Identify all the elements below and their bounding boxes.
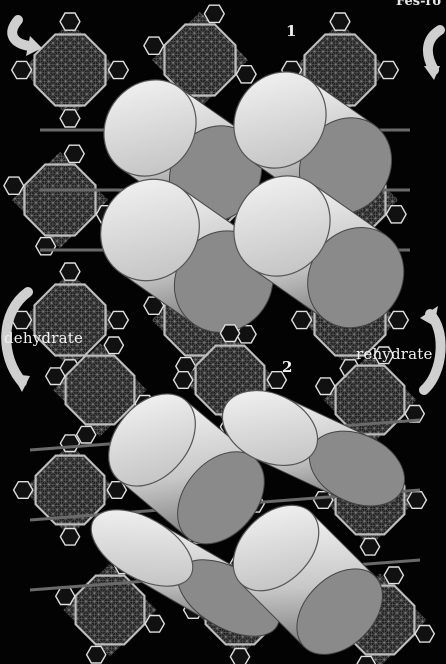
dehydrate-label: dehydrate [4, 329, 83, 347]
panel-2-framework [14, 325, 435, 664]
cage-hexagon [415, 626, 434, 643]
cage-hexagon [64, 145, 84, 162]
cage-hexagon [4, 177, 24, 194]
cage-hexagon [60, 435, 79, 452]
cage-hexagon [60, 263, 80, 280]
cage-hexagon [360, 539, 379, 556]
cage-hexagon [144, 37, 164, 54]
cage-hexagon [236, 66, 256, 83]
cage-hexagon [56, 588, 75, 605]
cage-hexagon [60, 110, 80, 127]
cage-hexagon [87, 646, 106, 663]
cage-hexagon [314, 492, 333, 509]
cage-hexagon [36, 238, 56, 255]
cage-hexagon [292, 311, 312, 328]
cage-hexagon [220, 325, 239, 342]
cage-hexagon [12, 61, 32, 78]
cage-hexagon [60, 529, 79, 546]
cage-hexagon [60, 13, 80, 30]
cage-hexagon [378, 61, 398, 78]
cage-hexagon [145, 616, 164, 633]
cage-hexagon [407, 492, 426, 509]
panel-1-number: 1 [286, 22, 296, 40]
top-right-clipped-label: Fes-ro [396, 0, 441, 9]
rehydrate-label: rehydrate [356, 345, 433, 363]
cage-hexagon [108, 311, 128, 328]
cage-hexagon [108, 61, 128, 78]
cage-mesh [12, 152, 108, 248]
top-left-curved-arrow [12, 20, 30, 46]
cage-hexagon [384, 567, 403, 584]
top-right-curved-arrow [428, 30, 440, 70]
cage-hexagon [104, 337, 123, 354]
panel-2-number: 2 [282, 358, 292, 376]
cage-hexagon [77, 426, 96, 443]
arrow-head-dehydrate [12, 374, 30, 392]
cage-hexagon [388, 311, 408, 328]
cage-hexagon [230, 649, 249, 664]
framework-cage [4, 145, 116, 255]
cage-hexagon [204, 5, 224, 22]
cage-hexagon [386, 206, 406, 223]
cage-hexagon [174, 372, 193, 389]
cage-mesh [22, 22, 118, 118]
cage-hexagon [330, 13, 350, 30]
cage-hexagon [46, 368, 65, 385]
panel-1-framework [4, 5, 423, 377]
cage-hexagon [14, 482, 33, 499]
cage-hexagon [316, 378, 335, 395]
